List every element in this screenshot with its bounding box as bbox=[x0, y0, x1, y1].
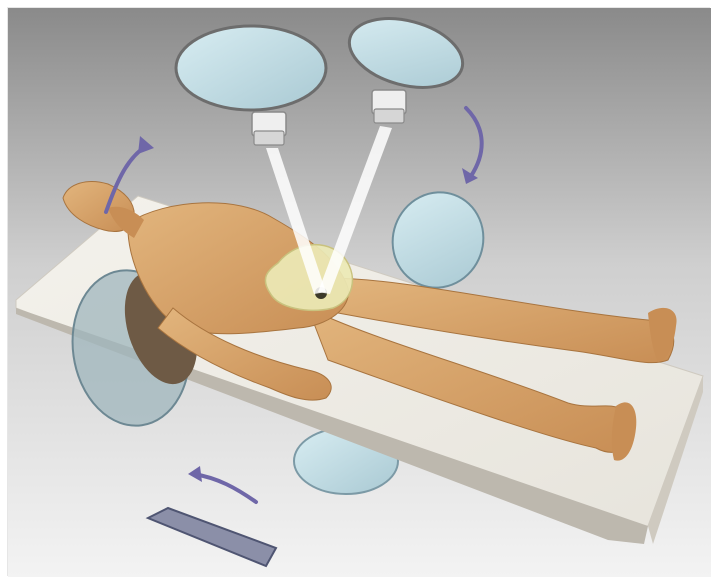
xray-source-left bbox=[252, 112, 286, 145]
xray-source-right bbox=[372, 90, 406, 123]
scene-illustration bbox=[8, 8, 711, 577]
imaging-scene bbox=[7, 7, 710, 576]
top-detector-left bbox=[176, 26, 326, 110]
